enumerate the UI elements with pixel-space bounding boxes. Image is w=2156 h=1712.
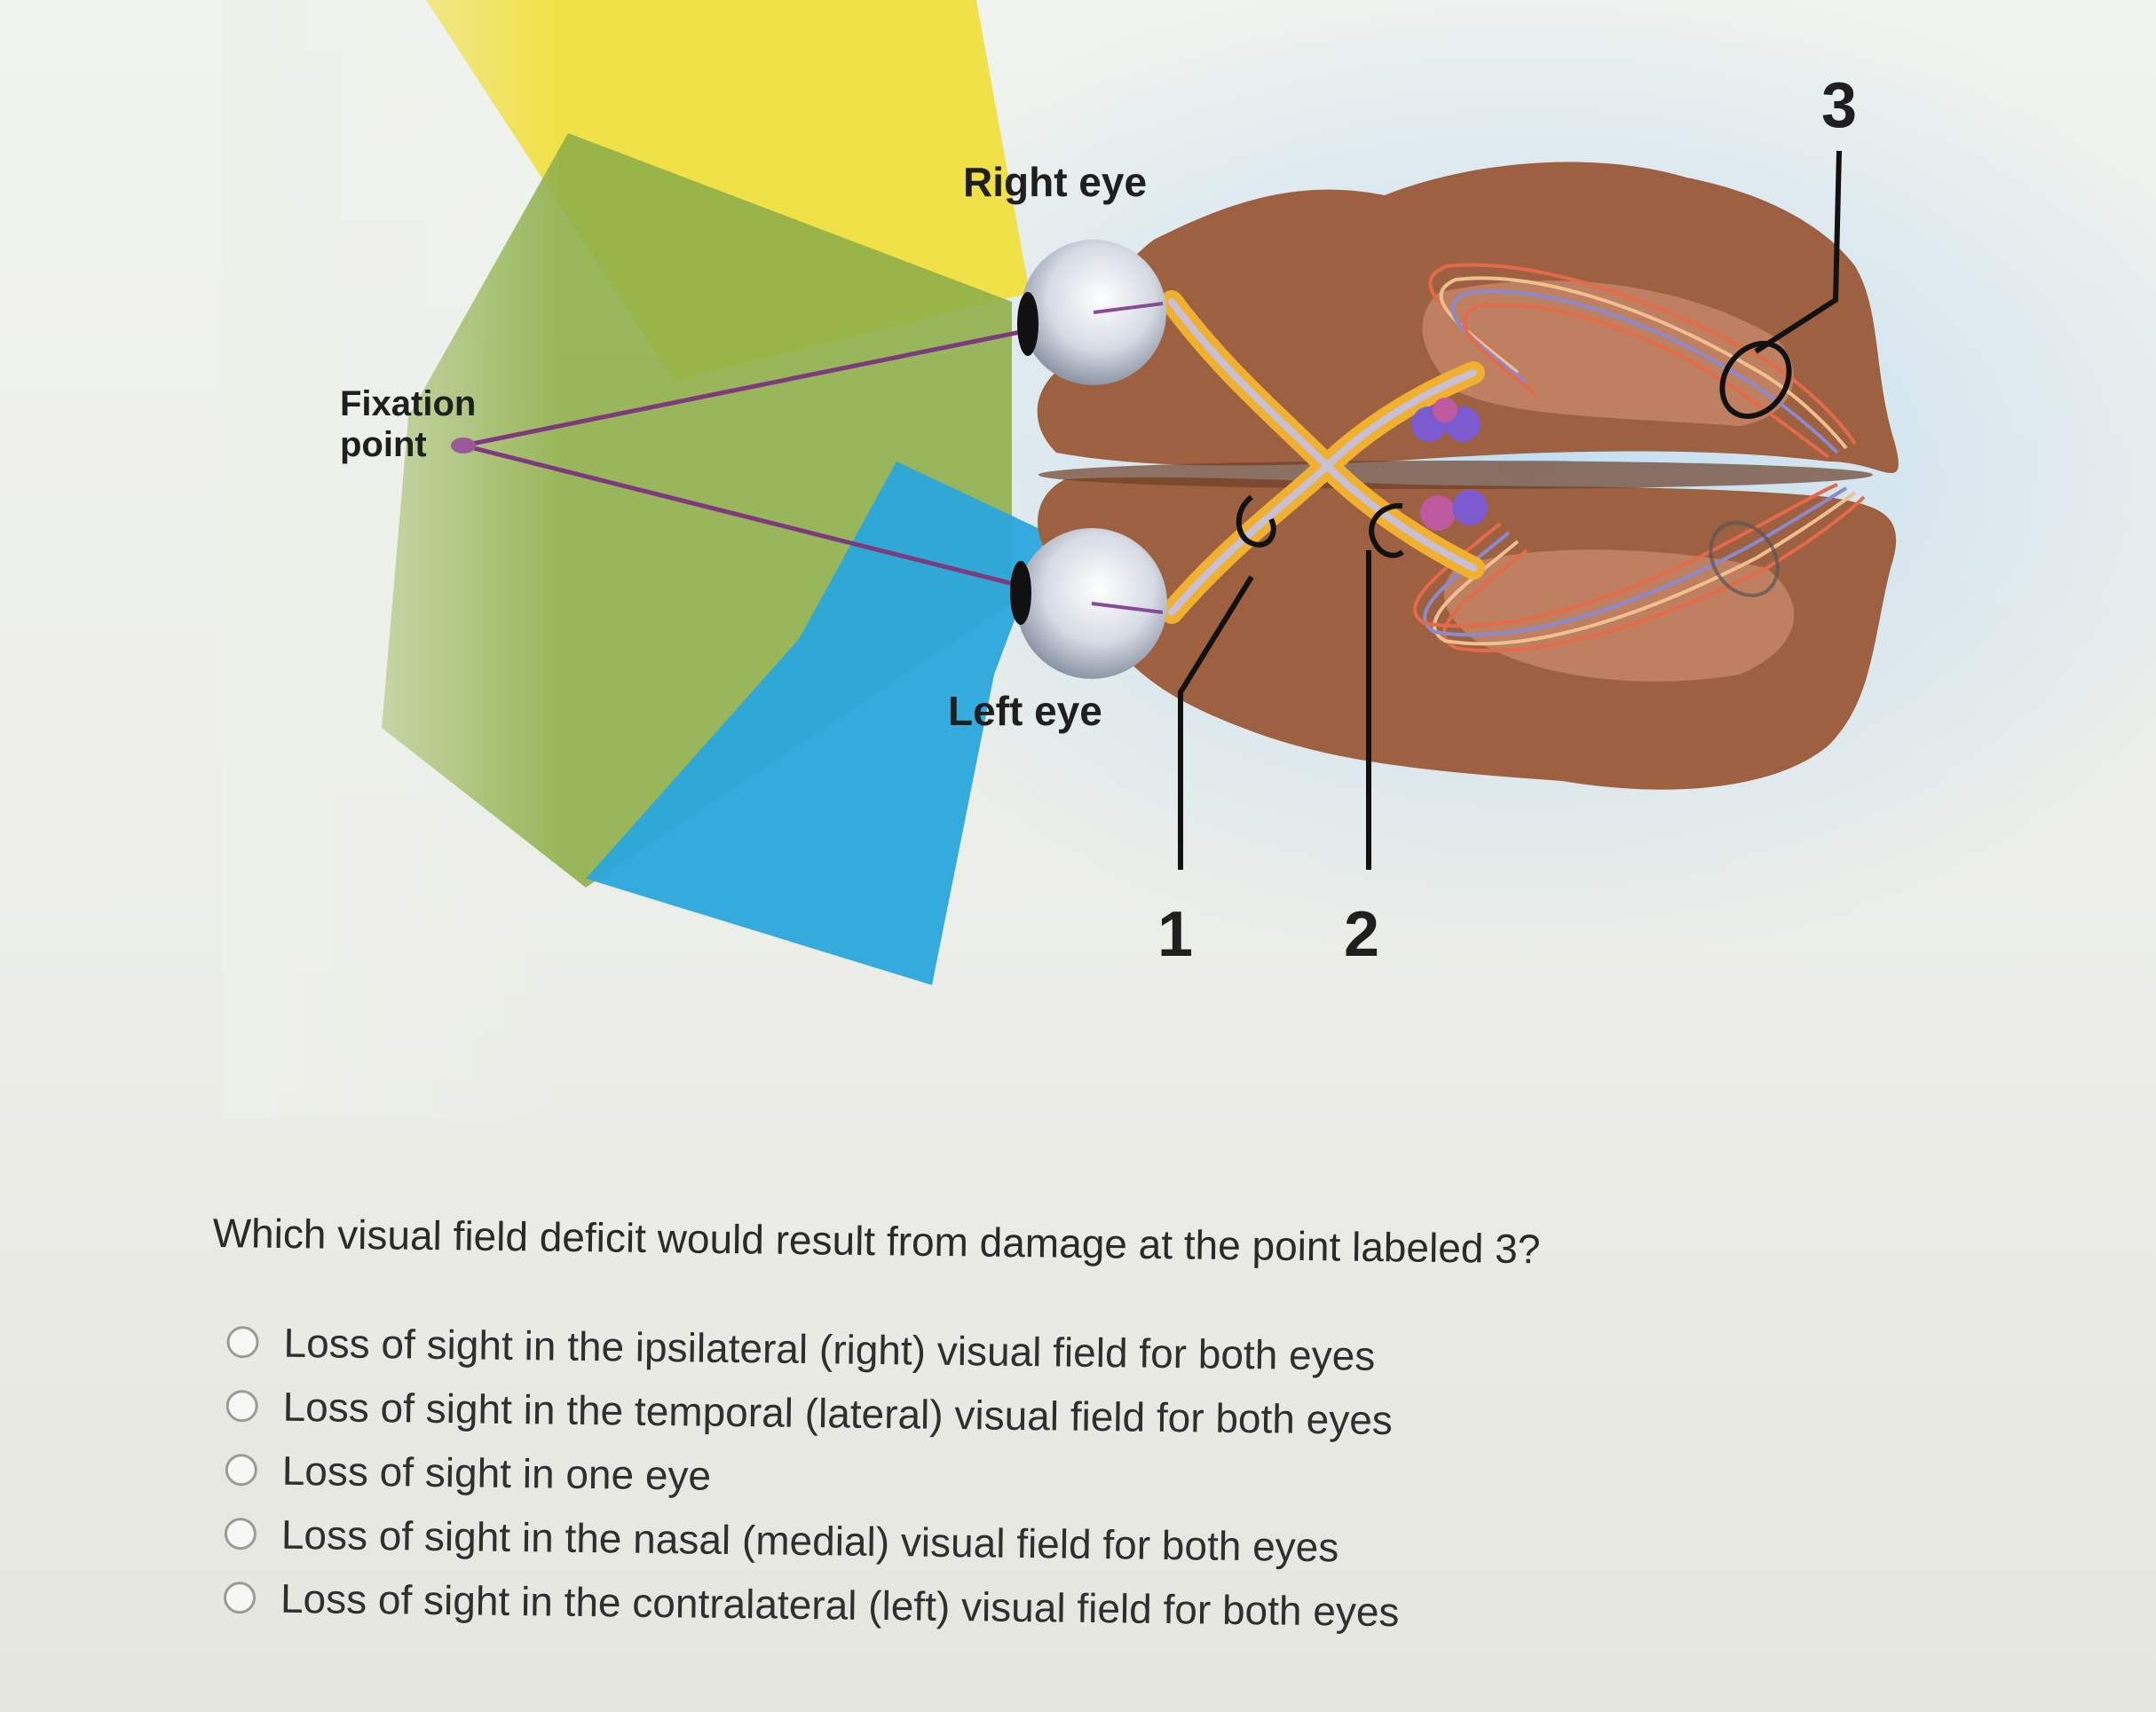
brain-inner-upper — [1422, 280, 1794, 426]
brain-midline-shadow — [1039, 461, 1873, 489]
visual-pathway-figure — [222, 0, 2156, 1118]
radio-button[interactable] — [224, 1517, 257, 1550]
lgn-lower-b — [1452, 490, 1488, 525]
radio-button[interactable] — [226, 1325, 259, 1359]
lesion-bracket-1 — [1236, 494, 1276, 548]
answer-option-label[interactable]: Loss of sight in the nasal (medial) visu… — [280, 1511, 1339, 1571]
answer-options: Loss of sight in the ipsilateral (right)… — [223, 1310, 1914, 1650]
pointer-line-3 — [1754, 150, 1842, 354]
sightline-right — [462, 327, 1031, 448]
optic-nerves — [1160, 290, 1485, 624]
optic-radiation-lower — [1413, 483, 1866, 653]
lesion-ring-3 — [1719, 341, 1792, 419]
sightline-left — [462, 443, 1022, 588]
radio-button[interactable] — [225, 1389, 258, 1423]
field-fade — [222, 0, 559, 1118]
answer-option-label[interactable]: Loss of sight in the contralateral (left… — [280, 1574, 1400, 1636]
right-eye-label: Right eye — [963, 159, 1148, 205]
fixation-dot — [451, 438, 476, 454]
right-eyeball — [1017, 240, 1166, 385]
marker-label-2: 2 — [1344, 899, 1380, 970]
radio-button[interactable] — [225, 1453, 258, 1487]
marker-label-1: 1 — [1157, 899, 1194, 970]
field-blue — [586, 462, 1047, 985]
question-text: Which visual field deficit would result … — [212, 1209, 1541, 1273]
lgn-lower-a — [1420, 495, 1456, 531]
fixation-point-label: Fixation point — [340, 384, 477, 464]
marker-label-3: 3 — [1821, 70, 1858, 141]
ring-lower-occipital — [1709, 521, 1780, 597]
left-eye-label: Left eye — [948, 688, 1102, 734]
answer-option-label[interactable]: Loss of sight in the ipsilateral (right)… — [283, 1319, 1376, 1379]
left-eyeball — [1010, 528, 1167, 679]
lesion-bracket-2 — [1369, 502, 1404, 558]
answer-option-label[interactable]: Loss of sight in the temporal (lateral) … — [282, 1383, 1394, 1444]
pointer-line-1 — [1178, 575, 1254, 870]
radio-button[interactable] — [223, 1581, 257, 1614]
visual-pathway-diagram: Right eye Left eye Fixation point 1 2 3 — [222, 0, 2156, 1118]
optic-radiation-upper — [1428, 263, 1857, 459]
lgn-upper-c — [1433, 398, 1457, 422]
answer-option-label[interactable]: Loss of sight in one eye — [281, 1447, 712, 1499]
